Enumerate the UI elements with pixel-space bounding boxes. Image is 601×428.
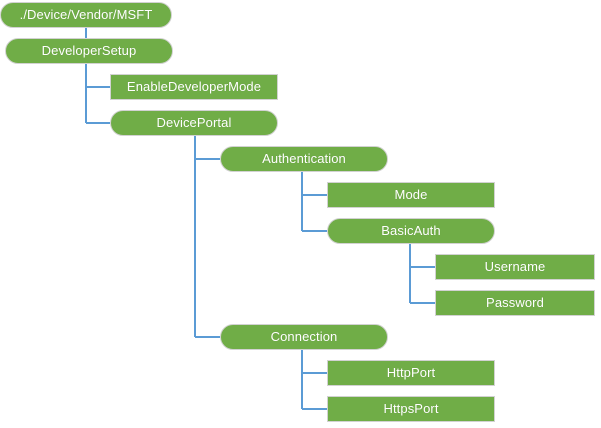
node-device-portal[interactable]: DevicePortal [110, 110, 278, 136]
node-label-authentication: Authentication [262, 151, 346, 166]
node-label-https-port: HttpsPort [383, 401, 439, 416]
node-label-basic-auth: BasicAuth [381, 223, 441, 238]
node-label-http-port: HttpPort [386, 365, 436, 380]
node-username[interactable]: Username [435, 254, 595, 280]
node-http-port[interactable]: HttpPort [327, 360, 495, 386]
node-label-enable-developer-mode: EnableDeveloperMode [126, 79, 262, 94]
node-developer-setup[interactable]: DeveloperSetup [5, 38, 173, 64]
node-enable-developer-mode[interactable]: EnableDeveloperMode [110, 74, 278, 100]
node-mode[interactable]: Mode [327, 182, 495, 208]
node-connection[interactable]: Connection [220, 324, 388, 350]
node-https-port[interactable]: HttpsPort [327, 396, 495, 422]
node-label-device-portal: DevicePortal [156, 115, 232, 130]
node-label-mode: Mode [394, 187, 428, 202]
node-label-username: Username [484, 259, 546, 274]
node-root[interactable]: ./Device/Vendor/MSFT [0, 2, 172, 28]
node-label-connection: Connection [270, 329, 338, 344]
node-label-developer-setup: DeveloperSetup [41, 43, 137, 58]
node-basic-auth[interactable]: BasicAuth [327, 218, 495, 244]
node-password[interactable]: Password [435, 290, 595, 316]
node-label-root: ./Device/Vendor/MSFT [19, 7, 153, 22]
node-label-password: Password [486, 295, 544, 310]
node-authentication[interactable]: Authentication [220, 146, 388, 172]
